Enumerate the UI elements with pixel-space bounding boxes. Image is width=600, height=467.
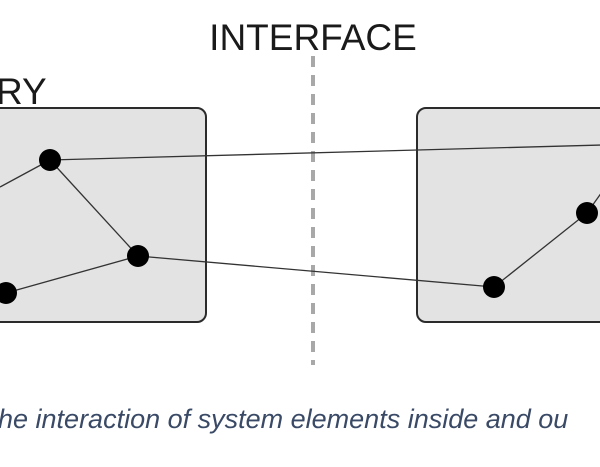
edge-right-1 (493, 212, 588, 288)
edge-left-3 (5, 255, 139, 294)
left-system-box (0, 107, 207, 323)
node-right-top (576, 202, 598, 224)
node-right-bottom (483, 276, 505, 298)
node-left-bottom (0, 282, 17, 304)
node-left-middle (127, 245, 149, 267)
figure-caption: he interaction of system elements inside… (0, 404, 568, 434)
node-left-top (39, 149, 61, 171)
edge-left-2 (49, 159, 139, 257)
boundary-label-fragment: RY (0, 71, 47, 112)
edge-cross-bottom (137, 255, 495, 288)
edge-cross-top (49, 144, 600, 161)
right-system-box (416, 107, 600, 323)
interface-label: INTERFACE (209, 17, 417, 58)
